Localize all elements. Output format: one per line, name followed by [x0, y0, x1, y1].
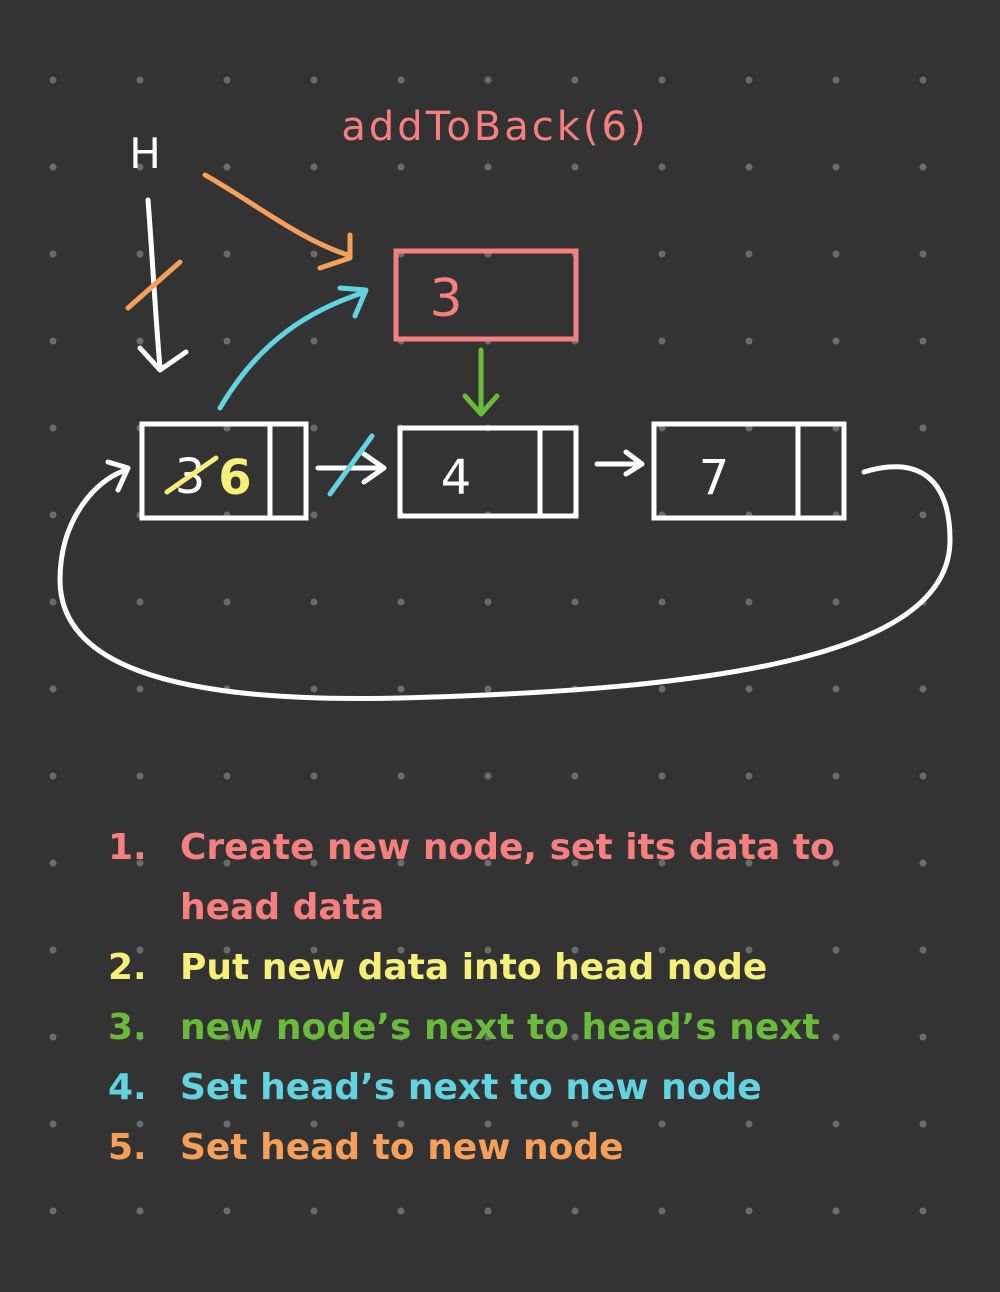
- list-item: 4. Set head’s next to new node: [100, 1058, 920, 1118]
- head-next-to-new-node-arrow: [217, 285, 369, 411]
- head-pointer-label: H: [129, 129, 161, 178]
- steps-list: 1. Create new node, set its data to head…: [100, 818, 920, 1178]
- head-pointer-strike: [125, 259, 183, 311]
- step-number: 2.: [108, 947, 147, 988]
- step-number: 5.: [108, 1127, 147, 1168]
- list-item: 1. Create new node, set its data to head…: [100, 818, 920, 938]
- node-1-next-strike: [327, 433, 375, 497]
- node-3-value: 7: [699, 450, 730, 506]
- node-2-next-arrow: [594, 449, 645, 477]
- loop-back-arrow: [57, 459, 953, 702]
- node-3-box: [651, 421, 847, 521]
- step-text: Put new data into head node: [180, 947, 768, 988]
- node-1-new-value: 6: [218, 450, 251, 506]
- diagram-title: addToBack(6): [341, 104, 648, 150]
- head-pointer-arrow: [137, 197, 189, 373]
- step-number: 4.: [108, 1067, 147, 1108]
- node-2-box: [397, 425, 579, 519]
- list-item: 3. new node’s next to head’s next: [100, 998, 920, 1058]
- list-item: 2. Put new data into head node: [100, 938, 920, 998]
- node-1-box: [139, 421, 309, 521]
- node-2-value: 4: [441, 450, 472, 506]
- new-node-next-arrow: [462, 347, 500, 417]
- new-node-value: 3: [429, 269, 462, 329]
- node-1-old-value-strike: [164, 455, 219, 495]
- step-text: Set head’s next to new node: [180, 1067, 762, 1108]
- step-text: Set head to new node: [180, 1127, 624, 1168]
- step-text: new node’s next to head’s next: [180, 1007, 820, 1048]
- step-text: Create new node, set its data to head da…: [180, 827, 835, 928]
- step-number: 3.: [108, 1007, 147, 1048]
- new-node-box: [393, 248, 579, 342]
- list-item: 5. Set head to new node: [100, 1118, 920, 1178]
- head-to-new-node-arrow: [202, 172, 353, 271]
- step-number: 1.: [108, 827, 147, 868]
